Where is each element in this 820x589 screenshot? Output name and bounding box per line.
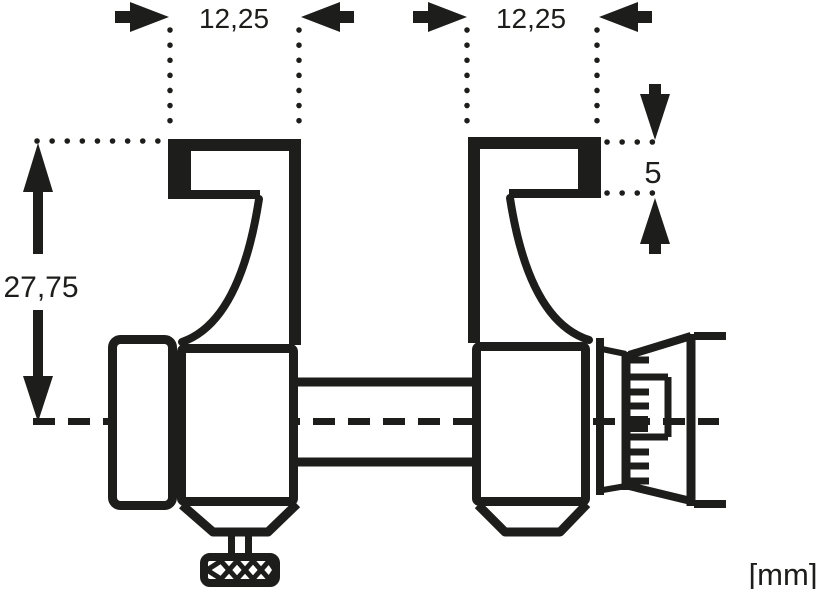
dimension-jaw-width-right: 12,25 xyxy=(413,2,652,130)
arrow-tab xyxy=(649,84,661,95)
left-end-cap xyxy=(108,335,177,510)
scale-zero-mark xyxy=(626,416,648,432)
thimble-cone-bottom xyxy=(628,482,692,505)
right-body-block xyxy=(472,342,590,506)
arrow-tab xyxy=(115,11,130,23)
arrow-tab xyxy=(649,243,661,254)
arrow-up-icon xyxy=(23,143,53,192)
left-body-block xyxy=(177,344,298,506)
right-jaw-web-curve xyxy=(506,194,593,344)
arrow-right-icon xyxy=(428,2,467,32)
dimension-label-jaw-width-left: 12,25 xyxy=(199,3,269,34)
arrow-down-icon xyxy=(23,376,53,422)
arrow-down-icon xyxy=(640,94,670,140)
ratchet-ticks xyxy=(626,356,672,485)
left-jaw-web-curve xyxy=(178,195,263,346)
arrow-left-icon xyxy=(599,2,638,32)
left-jaw-bottom-bar xyxy=(168,190,260,199)
right-jaw-top-bar xyxy=(468,137,601,149)
thimble xyxy=(596,332,726,508)
knurl-pattern xyxy=(204,556,278,584)
dimension-label-tip-thickness: 5 xyxy=(644,155,661,190)
left-jaw xyxy=(168,139,301,346)
dimension-tip-thickness: 5 xyxy=(604,84,670,254)
right-measuring-face xyxy=(578,137,601,198)
right-body-chamfer xyxy=(474,500,591,537)
arrow-shaft xyxy=(33,310,43,378)
dimension-label-jaw-width-right: 12,25 xyxy=(496,3,566,34)
right-body xyxy=(472,342,591,537)
left-body xyxy=(108,335,301,537)
lock-screw xyxy=(200,534,280,587)
arrow-tab xyxy=(339,11,354,23)
arrow-shaft xyxy=(33,188,43,254)
dimension-label-jaw-height: 27,75 xyxy=(3,271,78,304)
dimension-jaw-width-left: 12,25 xyxy=(115,2,354,136)
right-jaw-vertical-stroke xyxy=(468,137,480,343)
dimension-jaw-height: 27,75 xyxy=(3,138,168,422)
sleeve-bottom-stub xyxy=(596,483,627,494)
left-jaw-top-bar xyxy=(168,139,301,151)
thimble-cone-top xyxy=(627,332,693,359)
sleeve-top-stub xyxy=(596,345,627,357)
left-jaw-vertical-stroke xyxy=(289,139,301,345)
right-jaw xyxy=(468,137,601,344)
arrow-tab xyxy=(413,11,428,23)
right-jaw-bottom-bar xyxy=(509,189,601,198)
left-body-chamfer xyxy=(179,500,301,537)
spindle-rod xyxy=(298,377,474,467)
arrow-right-icon xyxy=(130,2,169,32)
arrow-up-icon xyxy=(640,198,670,244)
arrow-tab xyxy=(637,11,652,23)
arrow-left-icon xyxy=(301,2,340,32)
unit-label: [mm] xyxy=(749,557,818,589)
left-measuring-face xyxy=(168,139,191,199)
